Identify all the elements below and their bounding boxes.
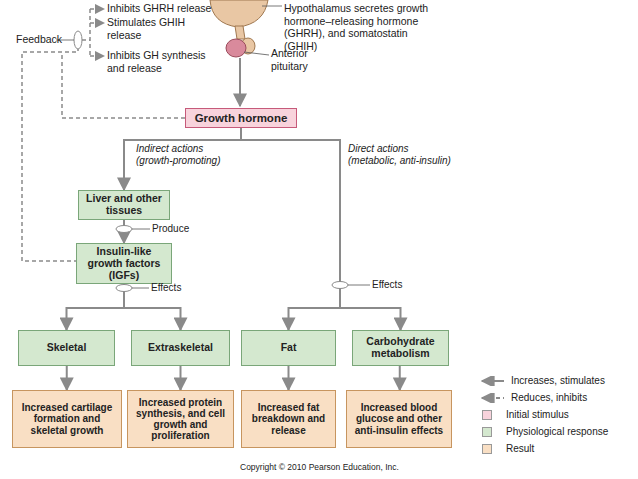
feedback-line (22, 49, 78, 261)
flow-arrow (288, 366, 290, 390)
junction-symbols (56, 31, 370, 292)
result-box: Increased blood glucose and other anti-i… (346, 390, 452, 448)
response-box: Liver and other tissues (78, 190, 170, 220)
connector-label: Produce (152, 223, 202, 235)
feedback-effect: Stimulates GHIH release (107, 16, 187, 41)
leader-line (132, 288, 149, 289)
connector-label: Indirect actions (growth-promoting) (136, 143, 231, 166)
box-text: Increased blood glucose and other anti-i… (350, 402, 448, 436)
legend-text: Result (506, 443, 534, 454)
flow-arrow (399, 366, 401, 390)
box-text: Liver and other tissues (82, 193, 166, 217)
box-text: Skeletal (47, 342, 87, 354)
feedback-line (89, 9, 91, 56)
box-text: Increased protein synthesis, and cell gr… (131, 397, 230, 442)
feedback-effect: Inhibits GH synthesis and release (107, 49, 217, 74)
legend-arrow (482, 397, 504, 399)
flow-arrow (180, 366, 182, 390)
result-box: Increased cartilage formation and skelet… (12, 390, 122, 448)
legend-entry: Result (478, 440, 638, 457)
response-box: Skeletal (18, 330, 115, 366)
legend-text: Increases, stimulates (511, 375, 605, 386)
anterior-pituitary (226, 39, 246, 57)
flow-arrow (241, 128, 340, 330)
result-box: Increased protein synthesis, and cell gr… (127, 390, 234, 448)
leader-line (244, 52, 269, 55)
leader-line (132, 229, 150, 230)
connector-label: Direct actions (metabolic, anti-insulin) (348, 143, 453, 166)
stimulus-arrow (239, 58, 241, 106)
response-box: Fat (241, 330, 336, 366)
flow-arrow (67, 284, 125, 330)
legend-entry: Physiological response (478, 423, 638, 440)
junction-oval (116, 285, 132, 292)
legend-swatch (482, 427, 492, 437)
response-box: Carbohydrate metabolism (352, 330, 449, 366)
feedback-effect: Inhibits GHRH release (107, 2, 257, 15)
box-text: Growth hormone (195, 112, 288, 125)
legend-arrow (482, 380, 504, 382)
legend-entry: Increases, stimulates (478, 372, 638, 389)
legend-swatch (482, 444, 492, 454)
legend-entry: Reduces, inhibits (478, 389, 638, 406)
connector-label: Effects (372, 279, 422, 291)
response-box: Extraskeletal (131, 330, 230, 366)
legend-text: Reduces, inhibits (511, 392, 587, 403)
feedback-arrow (90, 8, 104, 10)
junction-oval (332, 282, 348, 289)
flow-arrow (124, 128, 241, 190)
leader-line (262, 6, 282, 7)
legend-line-sample (478, 393, 506, 403)
connector-layer (67, 128, 401, 390)
stimulus-box: Growth hormone (185, 108, 297, 128)
feedback-line (82, 39, 90, 41)
flow-arrow (66, 366, 68, 390)
legend-swatch (482, 410, 492, 420)
legend-line-sample (478, 376, 506, 386)
connector-label: Effects (151, 282, 201, 294)
feedback-label: Feedback (16, 33, 66, 46)
leader-line (348, 285, 370, 286)
box-text: Increased cartilage formation and skelet… (16, 402, 118, 436)
legend-entry: Initial stimulus (478, 406, 638, 423)
legend: Increases, stimulatesReduces, inhibitsIn… (478, 372, 638, 457)
structure-note: Hypothalamus secretes growth hormone–rel… (284, 2, 432, 52)
feedback-arrow (90, 55, 104, 57)
feedback-arrow (90, 22, 104, 24)
box-text: Extraskeletal (148, 342, 213, 354)
box-text: Insulin-like growth factors (IGFs) (80, 246, 168, 281)
response-box: Insulin-like growth factors (IGFs) (76, 243, 172, 284)
legend-text: Physiological response (506, 426, 608, 437)
legend-text: Initial stimulus (506, 409, 569, 420)
result-box: Increased fat breakdown and release (241, 390, 336, 448)
box-text: Fat (281, 342, 297, 354)
infundibulum (235, 26, 245, 39)
copyright-note: Copyright © 2010 Pearson Education, Inc. (240, 462, 470, 472)
box-text: Carbohydrate metabolism (356, 336, 445, 360)
hypothalamus-tissue (210, 0, 268, 27)
box-text: Increased fat breakdown and release (245, 402, 332, 436)
junction-oval (116, 226, 132, 233)
junction-oval (74, 31, 82, 49)
structure-label: Anterior pituitary (271, 47, 333, 72)
